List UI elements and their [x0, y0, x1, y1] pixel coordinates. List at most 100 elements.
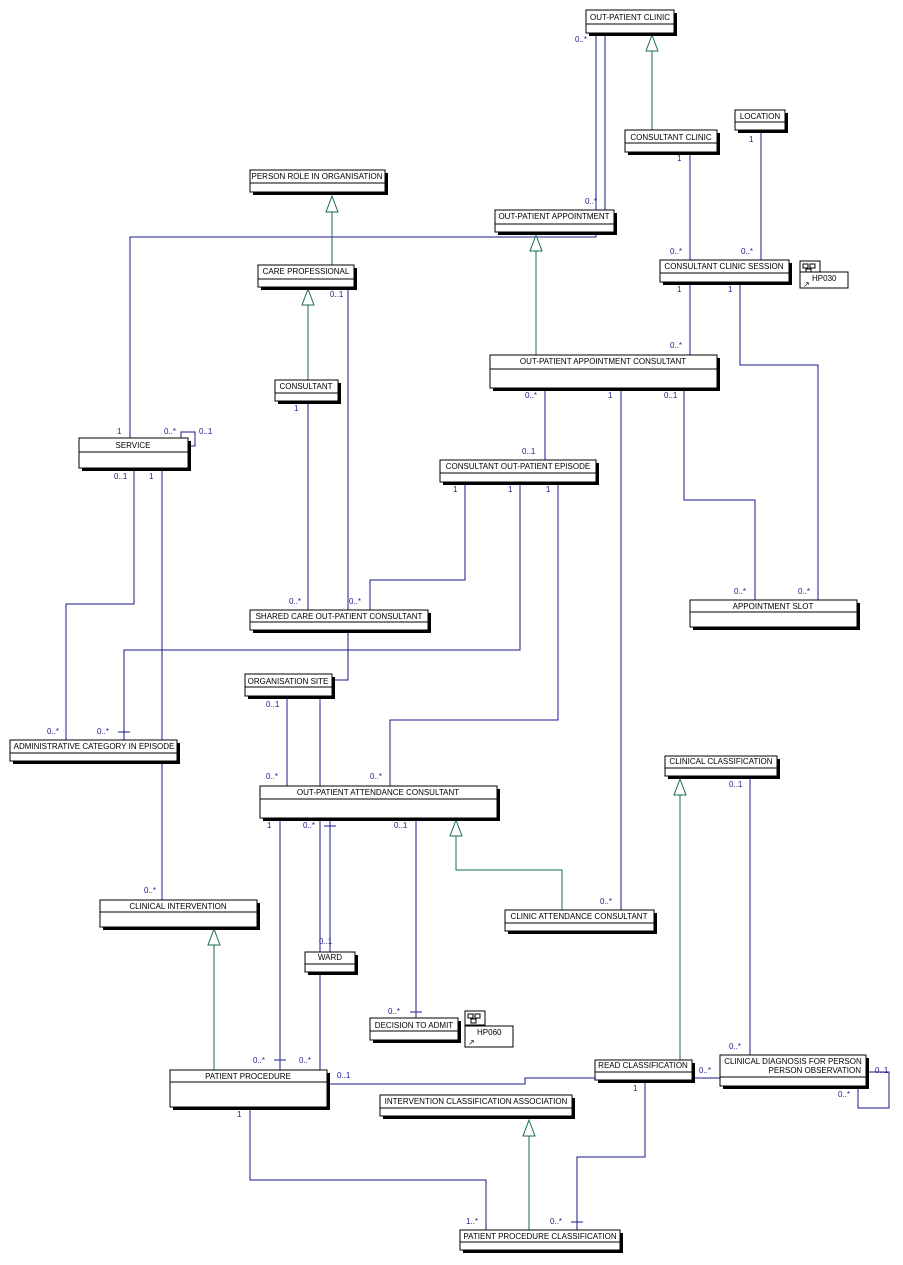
class-ward[interactable]: WARD [304, 951, 358, 975]
class-name: CONSULTANT OUT-PATIENT EPISODE [446, 462, 590, 471]
mult-label: 1 [608, 391, 613, 400]
mult-label: 0..* [585, 197, 597, 206]
class-out-patient-appointment-consultant[interactable]: OUT-PATIENT APPOINTMENT CONSULTANT [489, 354, 720, 391]
class-shared-care-out-patient-consultant[interactable]: SHARED CARE OUT-PATIENT CONSULTANT [249, 609, 431, 633]
class-read-classification[interactable]: READ CLASSIFICATION [594, 1059, 695, 1083]
class-intervention-classification-association[interactable]: INTERVENTION CLASSIFICATION ASSOCIATION [379, 1094, 575, 1119]
class-name: CONSULTANT CLINIC SESSION [664, 262, 783, 271]
assoc-episode-shared [369, 483, 466, 610]
mult-label: 0..* [144, 886, 156, 895]
mult-label: 0..1 [266, 700, 280, 709]
class-out-patient-attendance-consultant[interactable]: OUT-PATIENT ATTENDANCE CONSULTANT [259, 785, 500, 821]
class-care-professional[interactable]: CARE PROFESSIONAL [257, 264, 357, 290]
class-location[interactable]: LOCATION [734, 109, 788, 133]
class-name: READ CLASSIFICATION [598, 1061, 688, 1070]
class-name: CLINICAL INTERVENTION [129, 902, 227, 911]
mult-label: 1 [237, 1110, 242, 1119]
mult-label: 1 [117, 427, 122, 436]
class-consultant-out-patient-episode[interactable]: CONSULTANT OUT-PATIENT EPISODE [439, 459, 599, 485]
class-name: WARD [318, 953, 342, 962]
assoc-session-slot [739, 284, 819, 600]
class-clinic-attendance-consultant[interactable]: CLINIC ATTENDANCE CONSULTANT [504, 909, 657, 934]
class-name: OUT-PATIENT CLINIC [590, 13, 670, 22]
class-out-patient-appointment[interactable]: OUT-PATIENT APPOINTMENT [494, 209, 617, 235]
class-patient-procedure[interactable]: PATIENT PROCEDURE [169, 1069, 330, 1110]
mult-label: 1 [728, 285, 733, 294]
class-name: CARE PROFESSIONAL [263, 267, 350, 276]
assoc-episode-admin [123, 483, 521, 740]
mult-label: 0..* [388, 1007, 400, 1016]
associations [65, 34, 890, 1230]
mult-label: 0..1 [319, 937, 333, 946]
mult-label: 0..* [798, 587, 810, 596]
mult-label: 0..1 [522, 447, 536, 456]
mult-label: 1 [546, 485, 551, 494]
mult-label: 1 [677, 154, 682, 163]
class-name: ORGANISATION SITE [248, 677, 329, 686]
mult-label: 1 [633, 1084, 638, 1093]
class-clinical-classification[interactable]: CLINICAL CLASSIFICATION [664, 755, 780, 779]
class-clinical-intervention[interactable]: CLINICAL INTERVENTION [99, 899, 260, 930]
assoc-service-clinic [129, 230, 597, 438]
class-appointment-slot[interactable]: APPOINTMENT SLOT [689, 599, 860, 630]
class-name: INTERVENTION CLASSIFICATION ASSOCIATION [385, 1097, 568, 1106]
class-out-patient-clinic[interactable]: OUT-PATIENT CLINIC [585, 9, 677, 36]
mult-label: 0..* [289, 597, 301, 606]
class-name-line1: CLINICAL DIAGNOSIS FOR PERSON [724, 1057, 862, 1066]
gen-arrow-person-role [325, 194, 339, 213]
class-consultant[interactable]: CONSULTANT [274, 379, 341, 404]
package-icon-hp060[interactable]: HP060 ↗ [464, 1010, 514, 1048]
mult-label: 0..1 [664, 391, 678, 400]
class-consultant-clinic[interactable]: CONSULTANT CLINIC [624, 129, 720, 155]
mult-label: 0..* [266, 772, 278, 781]
package-label: HP060 [477, 1028, 502, 1037]
mult-label: 1 [149, 472, 154, 481]
class-person-role-in-organisation[interactable]: PERSON ROLE IN ORGANISATION [249, 169, 388, 195]
mult-label: 0..* [699, 1066, 711, 1075]
class-patient-procedure-classification[interactable]: PATIENT PROCEDURE CLASSIFICATION [459, 1229, 623, 1253]
package-link-glyph: ↗ [468, 1038, 475, 1047]
class-name: OUT-PATIENT ATTENDANCE CONSULTANT [297, 788, 459, 797]
class-organisation-site[interactable]: ORGANISATION SITE [244, 673, 335, 699]
mult-label: 0..* [303, 821, 315, 830]
assoc-procedure-ppc [249, 1108, 487, 1230]
class-clinical-diagnosis-for-person[interactable]: CLINICAL DIAGNOSIS FOR PERSON PERSON OBS… [719, 1054, 869, 1089]
mult-label: 0..1 [199, 427, 213, 436]
mult-label: 1 [294, 404, 299, 413]
mult-label: 1 [677, 285, 682, 294]
mult-label: 0..1 [875, 1066, 889, 1075]
package-icon-hp030[interactable]: HP030 ↗ [799, 260, 849, 289]
class-name: ADMINISTRATIVE CATEGORY IN EPISODE [14, 742, 175, 751]
assoc-opac-slot [683, 389, 756, 600]
mult-label: 0..* [164, 427, 176, 436]
class-consultant-clinic-session[interactable]: CONSULTANT CLINIC SESSION [659, 259, 792, 285]
gen-arrow-appointment [529, 233, 543, 252]
class-name: CLINICAL CLASSIFICATION [669, 757, 772, 766]
mult-label: 1 [749, 135, 754, 144]
mult-label: 0..1 [337, 1071, 351, 1080]
class-name: LOCATION [740, 112, 781, 121]
mult-label: 0..* [741, 247, 753, 256]
mult-label: 0..1 [330, 290, 344, 299]
class-name: PATIENT PROCEDURE [205, 1072, 291, 1081]
assoc-careprof-site [335, 287, 349, 681]
assoc-service-admin [65, 468, 135, 740]
mult-label: 0..* [370, 772, 382, 781]
class-name-line2: PERSON OBSERVATION [769, 1066, 862, 1075]
class-name: CONSULTANT CLINIC [630, 133, 712, 142]
mult-label: 0..* [550, 1217, 562, 1226]
class-service[interactable]: SERVICE [78, 437, 191, 471]
mult-label: 1 [267, 821, 272, 830]
class-name: PERSON ROLE IN ORGANISATION [252, 172, 383, 181]
mult-label: 0..* [734, 587, 746, 596]
mult-label: 0..* [47, 727, 59, 736]
class-decision-to-admit[interactable]: DECISION TO ADMIT [369, 1017, 461, 1043]
mult-label: 0..1 [729, 780, 743, 789]
class-administrative-category-in-episode[interactable]: ADMINISTRATIVE CATEGORY IN EPISODE [9, 739, 180, 764]
class-name: OUT-PATIENT APPOINTMENT [498, 212, 609, 221]
class-name: CONSULTANT [279, 382, 332, 391]
gen-arrow-intervention [207, 927, 221, 946]
assoc-read-ppc [576, 1082, 646, 1230]
assoc-diagnosis-self [857, 1071, 890, 1109]
